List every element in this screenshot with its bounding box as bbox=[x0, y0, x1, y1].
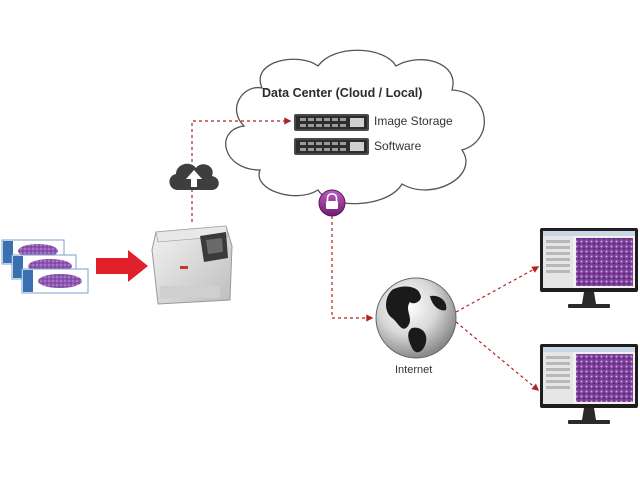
glass-slide bbox=[21, 268, 89, 294]
image-storage-label: Image Storage bbox=[374, 114, 453, 128]
slide-scanner bbox=[151, 225, 233, 305]
connector-internet-to-monitor-top bbox=[455, 266, 540, 313]
monitor-icon bbox=[540, 344, 638, 424]
globe-icon bbox=[375, 277, 457, 359]
connector-internet-to-monitor-bottom bbox=[455, 321, 540, 391]
lock-icon bbox=[318, 189, 346, 217]
server-icon bbox=[294, 138, 369, 155]
monitor-icon bbox=[540, 228, 638, 308]
data-center-title: Data Center (Cloud / Local) bbox=[262, 86, 423, 100]
software-label: Software bbox=[374, 139, 422, 153]
red-arrow-icon bbox=[96, 250, 148, 282]
server-icon bbox=[294, 114, 369, 131]
internet-label: Internet bbox=[395, 364, 433, 376]
glass-slides bbox=[1, 239, 89, 294]
connector-datacenter-to-internet bbox=[331, 216, 374, 322]
cloud-upload-icon bbox=[169, 163, 219, 190]
